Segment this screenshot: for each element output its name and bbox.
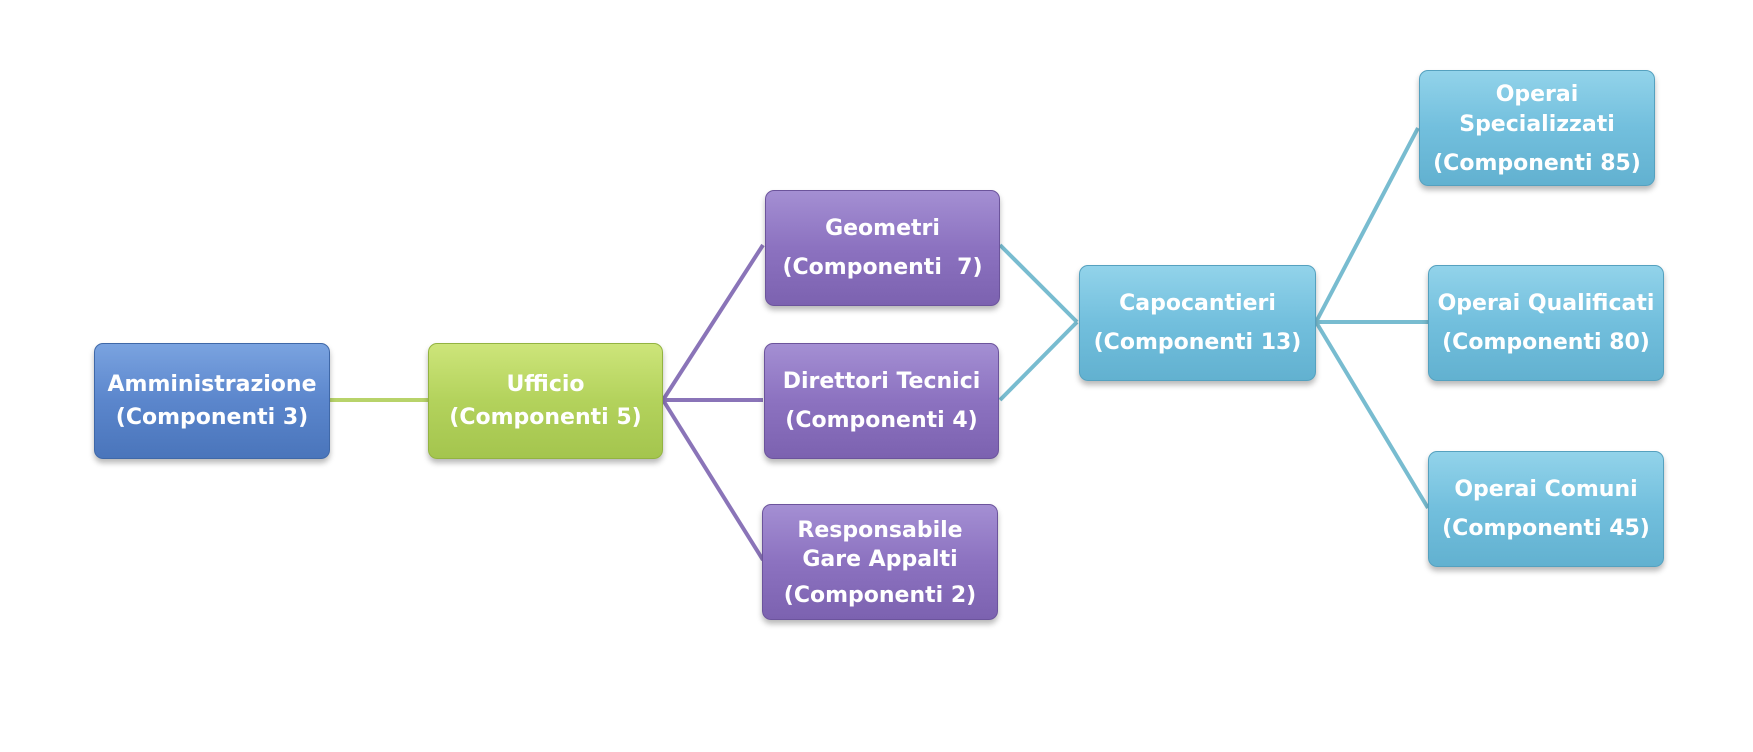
node-responsabile-gare-appalti-count: (Componenti 2)	[783, 582, 977, 608]
node-geometri-name: Geometri	[825, 216, 940, 241]
connector-ufficio-responsabile-gare	[661, 398, 765, 562]
node-direttori-tecnici: Direttori Tecnici (Componenti 4)	[764, 343, 999, 459]
node-geometri-count: (Componenti 7)	[782, 255, 983, 280]
node-responsabile-gare-appalti: Responsabile Gare Appalti (Componenti 2)	[762, 504, 998, 620]
node-amministrazione-count: (Componenti 3)	[115, 405, 309, 430]
node-operai-qualificati-count: (Componenti 80)	[1442, 330, 1650, 355]
node-ufficio-name: Ufficio	[506, 372, 585, 397]
node-operai-qualificati-name: Operai Qualificati	[1437, 291, 1655, 316]
node-operai-qualificati: Operai Qualificati (Componenti 80)	[1428, 265, 1664, 381]
node-geometri: Geometri (Componenti 7)	[765, 190, 1000, 306]
node-amministrazione-name: Amministrazione	[107, 372, 317, 397]
connector-capocantieri-operai-comuni	[1314, 320, 1430, 510]
node-responsabile-gare-appalti-name: Responsabile Gare Appalti	[797, 517, 963, 572]
node-operai-specializzati-count: (Componenti 85)	[1433, 150, 1641, 176]
connector-capocantieri-operai-specializzati	[1314, 127, 1420, 323]
node-operai-comuni-name: Operai Comuni	[1454, 477, 1638, 502]
node-direttori-tecnici-name: Direttori Tecnici	[782, 369, 981, 394]
node-capocantieri-count: (Componenti 13)	[1093, 330, 1302, 355]
node-capocantieri: Capocantieri (Componenti 13)	[1079, 265, 1316, 381]
node-operai-specializzati-name: Operai Specializzati	[1459, 81, 1615, 137]
node-capocantieri-name: Capocantieri	[1119, 291, 1276, 316]
connector-geometri-capocantieri	[998, 243, 1079, 324]
node-direttori-tecnici-count: (Componenti 4)	[785, 408, 978, 433]
node-ufficio-count: (Componenti 5)	[449, 405, 642, 430]
connector-ufficio-geometri	[661, 243, 765, 402]
node-operai-comuni: Operai Comuni (Componenti 45)	[1428, 451, 1664, 567]
node-operai-specializzati: Operai Specializzati (Componenti 85)	[1419, 70, 1655, 186]
node-amministrazione: Amministrazione (Componenti 3)	[94, 343, 330, 459]
node-ufficio: Ufficio (Componenti 5)	[428, 343, 663, 459]
connector-direttori-capocantieri	[998, 320, 1079, 402]
node-operai-comuni-count: (Componenti 45)	[1442, 516, 1650, 541]
